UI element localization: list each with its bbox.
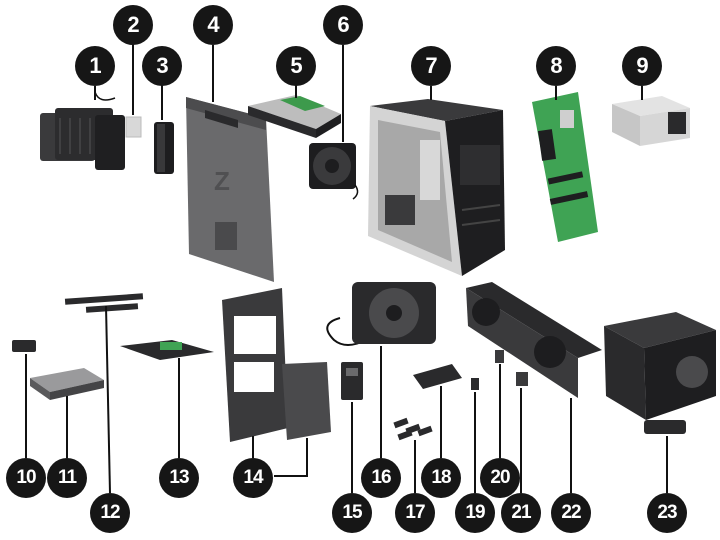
- callout-5: 5: [276, 46, 316, 86]
- part-fan-bracket: [341, 362, 363, 400]
- callout-19: 19: [455, 493, 495, 533]
- part-side-access-panel: Z: [186, 97, 274, 282]
- callout-16: 16: [361, 458, 401, 498]
- callout-9: 9: [622, 46, 662, 86]
- callout-3: 3: [142, 46, 182, 86]
- pointer-line: [274, 438, 308, 477]
- callout-21: 21: [501, 493, 541, 533]
- callout-6: 6: [323, 5, 363, 45]
- callout-18: 18: [421, 458, 461, 498]
- callout-10: 10: [6, 458, 46, 498]
- part-speaker-module: [154, 122, 174, 174]
- part-cpu-cooler-fan: [326, 282, 436, 346]
- part-liquid-cooler-radiator: [40, 91, 125, 170]
- part-chassis: [368, 99, 505, 276]
- callout-2: 2: [113, 5, 153, 45]
- part-power-supply: [612, 96, 690, 146]
- part-latch-small: [516, 372, 528, 386]
- pointer-line: [105, 305, 111, 494]
- part-thermal-pad: [125, 116, 142, 138]
- part-chassis-fan: [309, 143, 359, 200]
- part-hard-drive: [30, 368, 104, 400]
- callout-12: 12: [90, 493, 130, 533]
- callout-11: 11: [47, 458, 87, 498]
- part-small-connector: [471, 378, 479, 390]
- svg-text:Z: Z: [214, 166, 230, 196]
- part-front-fan-assembly: [466, 282, 602, 398]
- part-memory-clips: [393, 417, 433, 441]
- callout-7: 7: [411, 46, 451, 86]
- part-drive-bracket: [64, 293, 144, 313]
- part-rear-fan-duct: [604, 312, 716, 434]
- callout-1: 1: [75, 46, 115, 86]
- callout-15: 15: [332, 493, 372, 533]
- part-latch: [12, 340, 36, 352]
- part-air-duct: [413, 364, 462, 389]
- callout-20: 20: [480, 458, 520, 498]
- callout-17: 17: [395, 493, 435, 533]
- part-front-bezel: [222, 288, 331, 442]
- callout-8: 8: [536, 46, 576, 86]
- callout-23: 23: [647, 493, 687, 533]
- part-ssd-caddy: [120, 340, 214, 360]
- callout-22: 22: [551, 493, 591, 533]
- part-clip: [495, 350, 504, 363]
- part-graphics-card: [248, 95, 341, 138]
- part-motherboard: [532, 92, 598, 242]
- callout-14: 14: [233, 458, 273, 498]
- callout-4: 4: [193, 5, 233, 45]
- callout-13: 13: [159, 458, 199, 498]
